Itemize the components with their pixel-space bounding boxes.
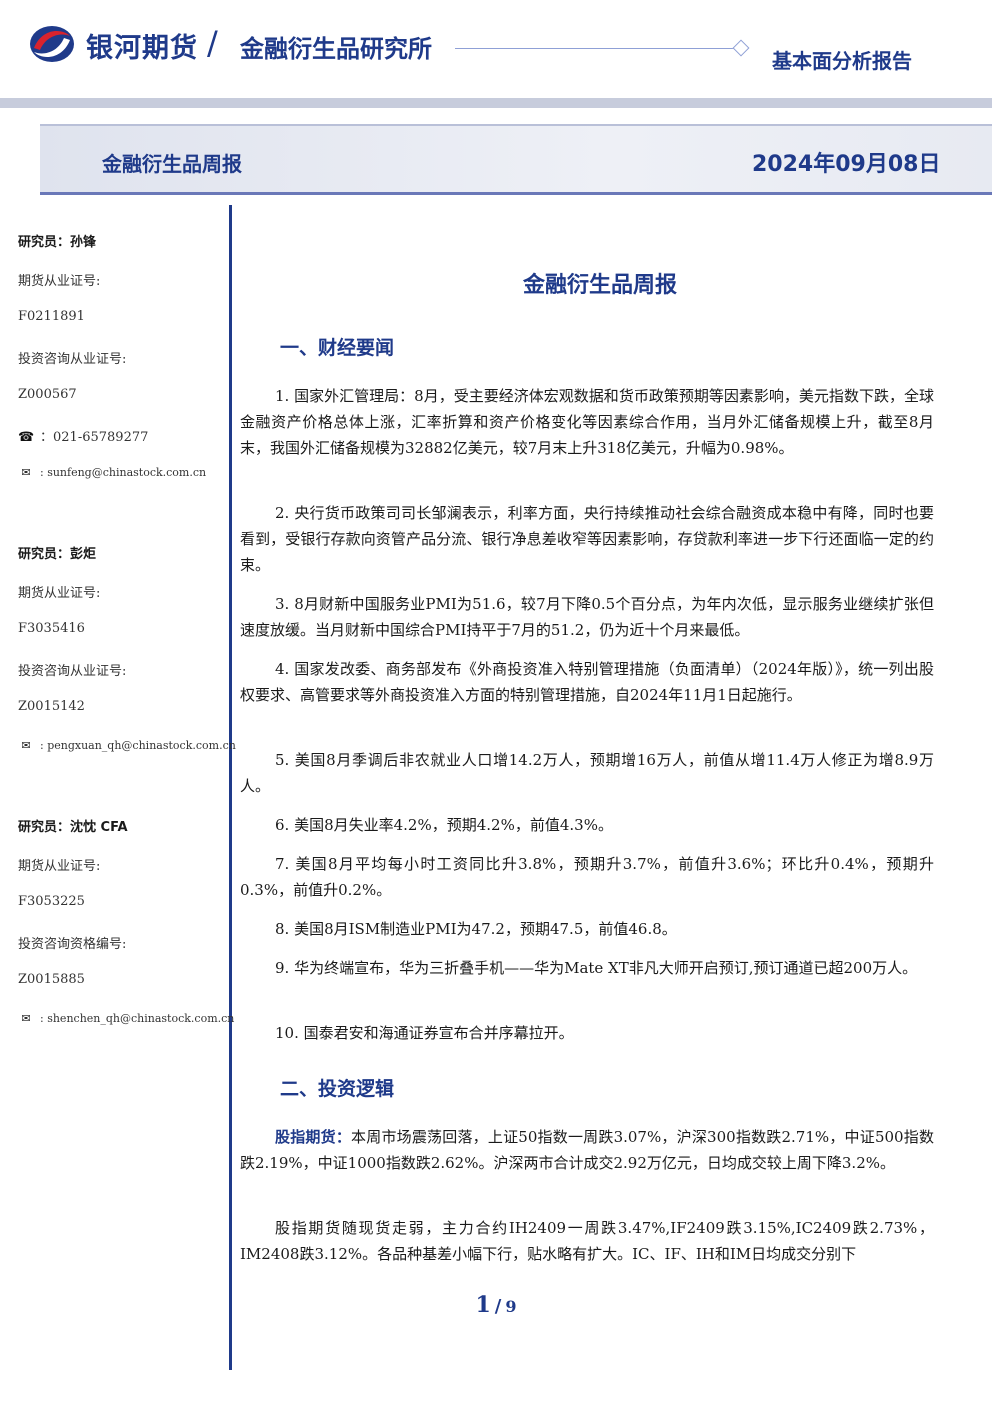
analyst-cert-label: 期货从业证号: [18,586,101,601]
header-diamond [732,39,750,57]
section-heading-logic: 二、投资逻辑 [280,1078,395,1100]
analyst-cert-label: 期货从业证号: [18,274,101,289]
news-item: 8. 美国8月ISM制造业PMI为47.2，预期47.5，前值46.8。 [275,920,677,938]
analyst-email-row: ✉: sunfeng@chinastock.com.cn [18,466,206,479]
page-current: 1 [475,1292,491,1318]
analyst-cert-label: 期货从业证号: [18,859,101,874]
analyst-consult-label: 投资咨询资格编号: [18,937,127,952]
analyst-phone: 021-65789277 [53,430,149,445]
news-item: 10. 国泰君安和海通证券宣布合并序幕拉开。 [275,1024,574,1042]
page-total: 9 [505,1297,517,1316]
company-logo [28,24,76,64]
analyst-consult-label: 投资咨询从业证号: [18,664,127,679]
news-item: 9. 华为终端宣布，华为三折叠手机——华为Mate XT非凡大师开启预订,预订通… [275,959,918,977]
email-icon: ✉ [21,466,31,479]
header-rule [455,48,735,49]
news-item: 7. 美国8月平均每小时工资同比升3.8%，预期升3.7%，前值升3.6%；环比… [240,855,934,899]
report-type: 基本面分析报告 [772,49,912,73]
section-heading-news: 一、财经要闻 [280,337,395,359]
news-item: 4. 国家发改委、商务部发布《外商投资准入特别管理措施（负面清单）（2024年版… [240,660,934,704]
title-bar-bottom-rule [40,192,992,195]
analyst-email[interactable]: shenchen_qh@chinastock.com.cn [47,1012,235,1025]
analyst-email-row: ✉: pengxuan_qh@chinastock.com.cn [18,739,236,752]
email-icon: ✉ [21,739,31,752]
title-bar [40,124,992,194]
analyst-consult-no: Z000567 [18,387,77,402]
analyst-phone-row: ☎：021-65789277 [18,430,149,445]
page-number: 1/9 [440,1292,552,1318]
sidebar-divider [229,205,232,1370]
analyst-cert-no: F3053225 [18,894,85,909]
analyst-email[interactable]: pengxuan_qh@chinastock.com.cn [47,739,236,752]
institute-name: 金融衍生品研究所 [240,35,432,63]
logic-lead: 股指期货： [275,1128,352,1146]
analyst-consult-no: Z0015142 [18,699,85,714]
page-separator: / [494,1296,502,1317]
report-series-title: 金融衍生品周报 [102,152,242,176]
analyst-name: 研究员：彭炬 [18,547,97,562]
analyst-cert-no: F3035416 [18,621,85,636]
news-item: 6. 美国8月失业率4.2%，预期4.2%，前值4.3%。 [275,816,613,834]
analyst-consult-no: Z0015885 [18,972,85,987]
analyst-name: 研究员：孙锋 [18,235,97,250]
analyst-cert-no: F0211891 [18,309,85,324]
logic-paragraph: 股指期货随现货走弱，主力合约IH2409一周跌3.47%,IF2409跌3.15… [240,1219,934,1263]
document-title: 金融衍生品周报 [522,273,677,298]
analyst-email[interactable]: sunfeng@chinastock.com.cn [47,466,207,479]
news-item: 1. 国家外汇管理局：8月，受主要经济体宏观数据和货币政策预期等因素影响，美元指… [240,387,934,457]
analyst-email-row: ✉: shenchen_qh@chinastock.com.cn [18,1012,234,1025]
email-icon: ✉ [21,1012,31,1025]
news-item: 3. 8月财新中国服务业PMI为51.6，较7月下降0.5个百分点，为年内次低，… [240,595,934,639]
logic-paragraph: 股指期货：本周市场震荡回落，上证50指数一周跌3.07%，沪深300指数跌2.7… [240,1124,934,1176]
header-slash: / [207,24,218,62]
news-item: 5. 美国8月季调后非农就业人口增14.2万人，预期增16万人，前值从增11.4… [240,751,934,795]
phone-icon: ☎ [18,430,35,445]
brand-name: 银河期货 [86,33,198,64]
analyst-name: 研究员：沈忱 CFA [18,820,128,835]
report-date: 2024年09月08日 [752,152,941,177]
logic-text: 本周市场震荡回落，上证50指数一周跌3.07%，沪深300指数跌2.71%，中证… [240,1128,934,1172]
title-bar-top-rule [40,124,992,126]
header-band [0,98,992,108]
news-item: 2. 央行货币政策司司长邹澜表示，利率方面，央行持续推动社会综合融资成本稳中有降… [240,504,934,574]
analyst-consult-label: 投资咨询从业证号: [18,352,127,367]
